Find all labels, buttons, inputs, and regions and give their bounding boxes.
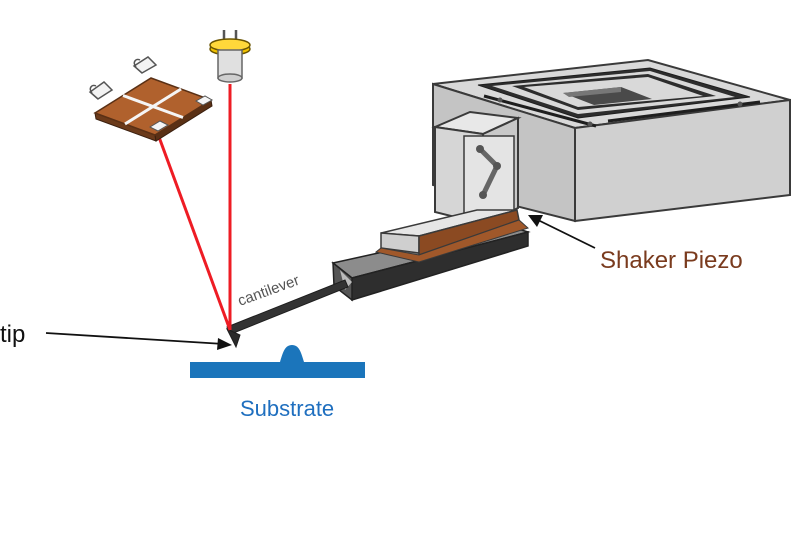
reflected-laser-beam: [150, 117, 232, 331]
shaker-piezo-label: Shaker Piezo: [600, 247, 743, 274]
substrate-label: Substrate: [240, 396, 334, 421]
flexure-block: [431, 110, 522, 226]
flexure-linkage-icon: [476, 145, 501, 199]
quadrant-photodiode-icon: [88, 56, 214, 142]
piezo-arrow: [528, 215, 596, 249]
tip-label: tip: [0, 321, 25, 348]
shaker-piezo: [374, 209, 529, 263]
substrate: [190, 345, 365, 378]
tip-arrow: [45, 332, 232, 350]
scanner-stage-icon: [432, 58, 791, 223]
laser-diode-icon: [209, 30, 251, 83]
afm-tip: [225, 327, 241, 349]
